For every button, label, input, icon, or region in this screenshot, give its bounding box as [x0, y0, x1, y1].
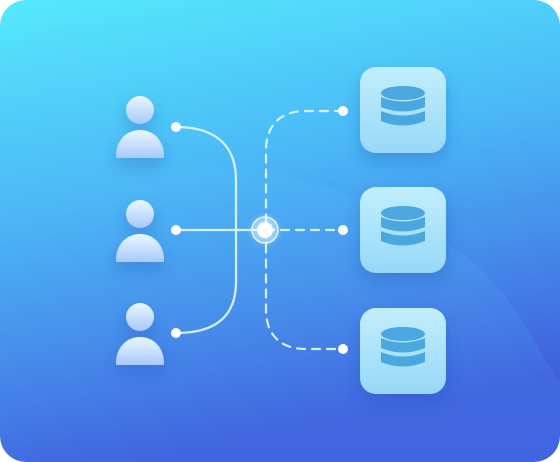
database-icon: [381, 327, 425, 367]
database-tile: [360, 187, 446, 273]
user-icon: [116, 200, 164, 262]
database-endpoint-dot: [338, 344, 348, 354]
database-icon: [381, 206, 425, 246]
database-tile: [360, 67, 446, 153]
hub-center: [257, 222, 273, 238]
user-icon: [116, 303, 164, 365]
hub-node: [247, 212, 283, 248]
user-endpoint-dot: [171, 122, 181, 132]
databases-group: [360, 67, 446, 394]
endpoint-dots: [171, 106, 348, 354]
database-tile: [360, 308, 446, 394]
user-endpoint-dot: [171, 328, 181, 338]
database-endpoint-dot: [338, 225, 348, 235]
user-icon: [116, 96, 164, 158]
users-group: [116, 96, 164, 365]
database-endpoint-dot: [338, 106, 348, 116]
database-icon: [381, 86, 425, 126]
user-endpoint-dot: [171, 225, 181, 235]
